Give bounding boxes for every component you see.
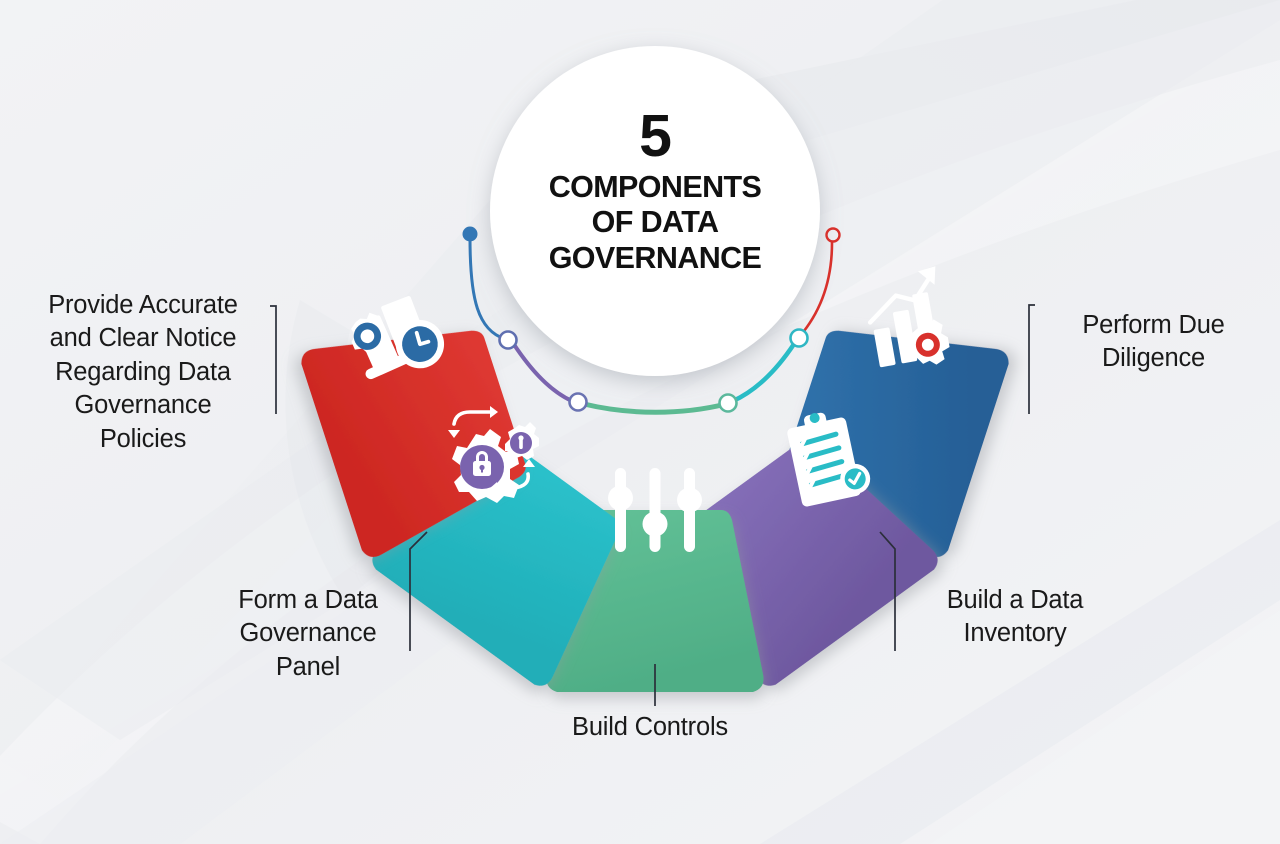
arc-node-green-left [568,392,588,412]
leader-line-build-inventory [879,531,896,651]
center-number: 5 [639,103,672,169]
label-build-inventory[interactable]: Build a Data Inventory [946,586,1084,648]
label-provide-notice[interactable]: Provide Accurate and Clear Notice Regard… [48,291,238,453]
arc-blue [462,226,507,341]
arc-endpoint-dot-blue [462,226,478,242]
arc-teal [718,341,797,413]
arc-red [789,227,841,348]
arc-node-red-bottom [789,328,809,348]
sliders-icon [608,468,702,552]
leader-line-form-panel [409,531,428,651]
arc-green [568,392,729,415]
gears-padlock-cycle-icon [448,406,539,503]
arc-endpoint-circle-red [825,227,841,243]
clipboard-checklist-icon [787,412,871,507]
leader-line-perform-diligence [1028,304,1035,414]
label-form-panel[interactable]: Form a Data Governance Panel [238,586,378,681]
leader-line-provide-notice [270,305,277,414]
arc-node-purple [498,330,518,350]
center-subtitle: COMPONENTS OF DATA GOVERNANCE [548,170,762,275]
center-circle [490,46,820,376]
gears-documents-clock-icon [351,296,445,380]
label-build-controls[interactable]: Build Controls [572,713,728,741]
page-title: 5 COMPONENTS OF DATA GOVERNANCE [500,103,810,276]
arc-purple [498,330,574,403]
arc-node-teal-left [718,393,738,413]
bar-chart-gear-growth-icon [867,266,950,368]
label-perform-diligence[interactable]: Perform Due Diligence [1082,311,1225,373]
